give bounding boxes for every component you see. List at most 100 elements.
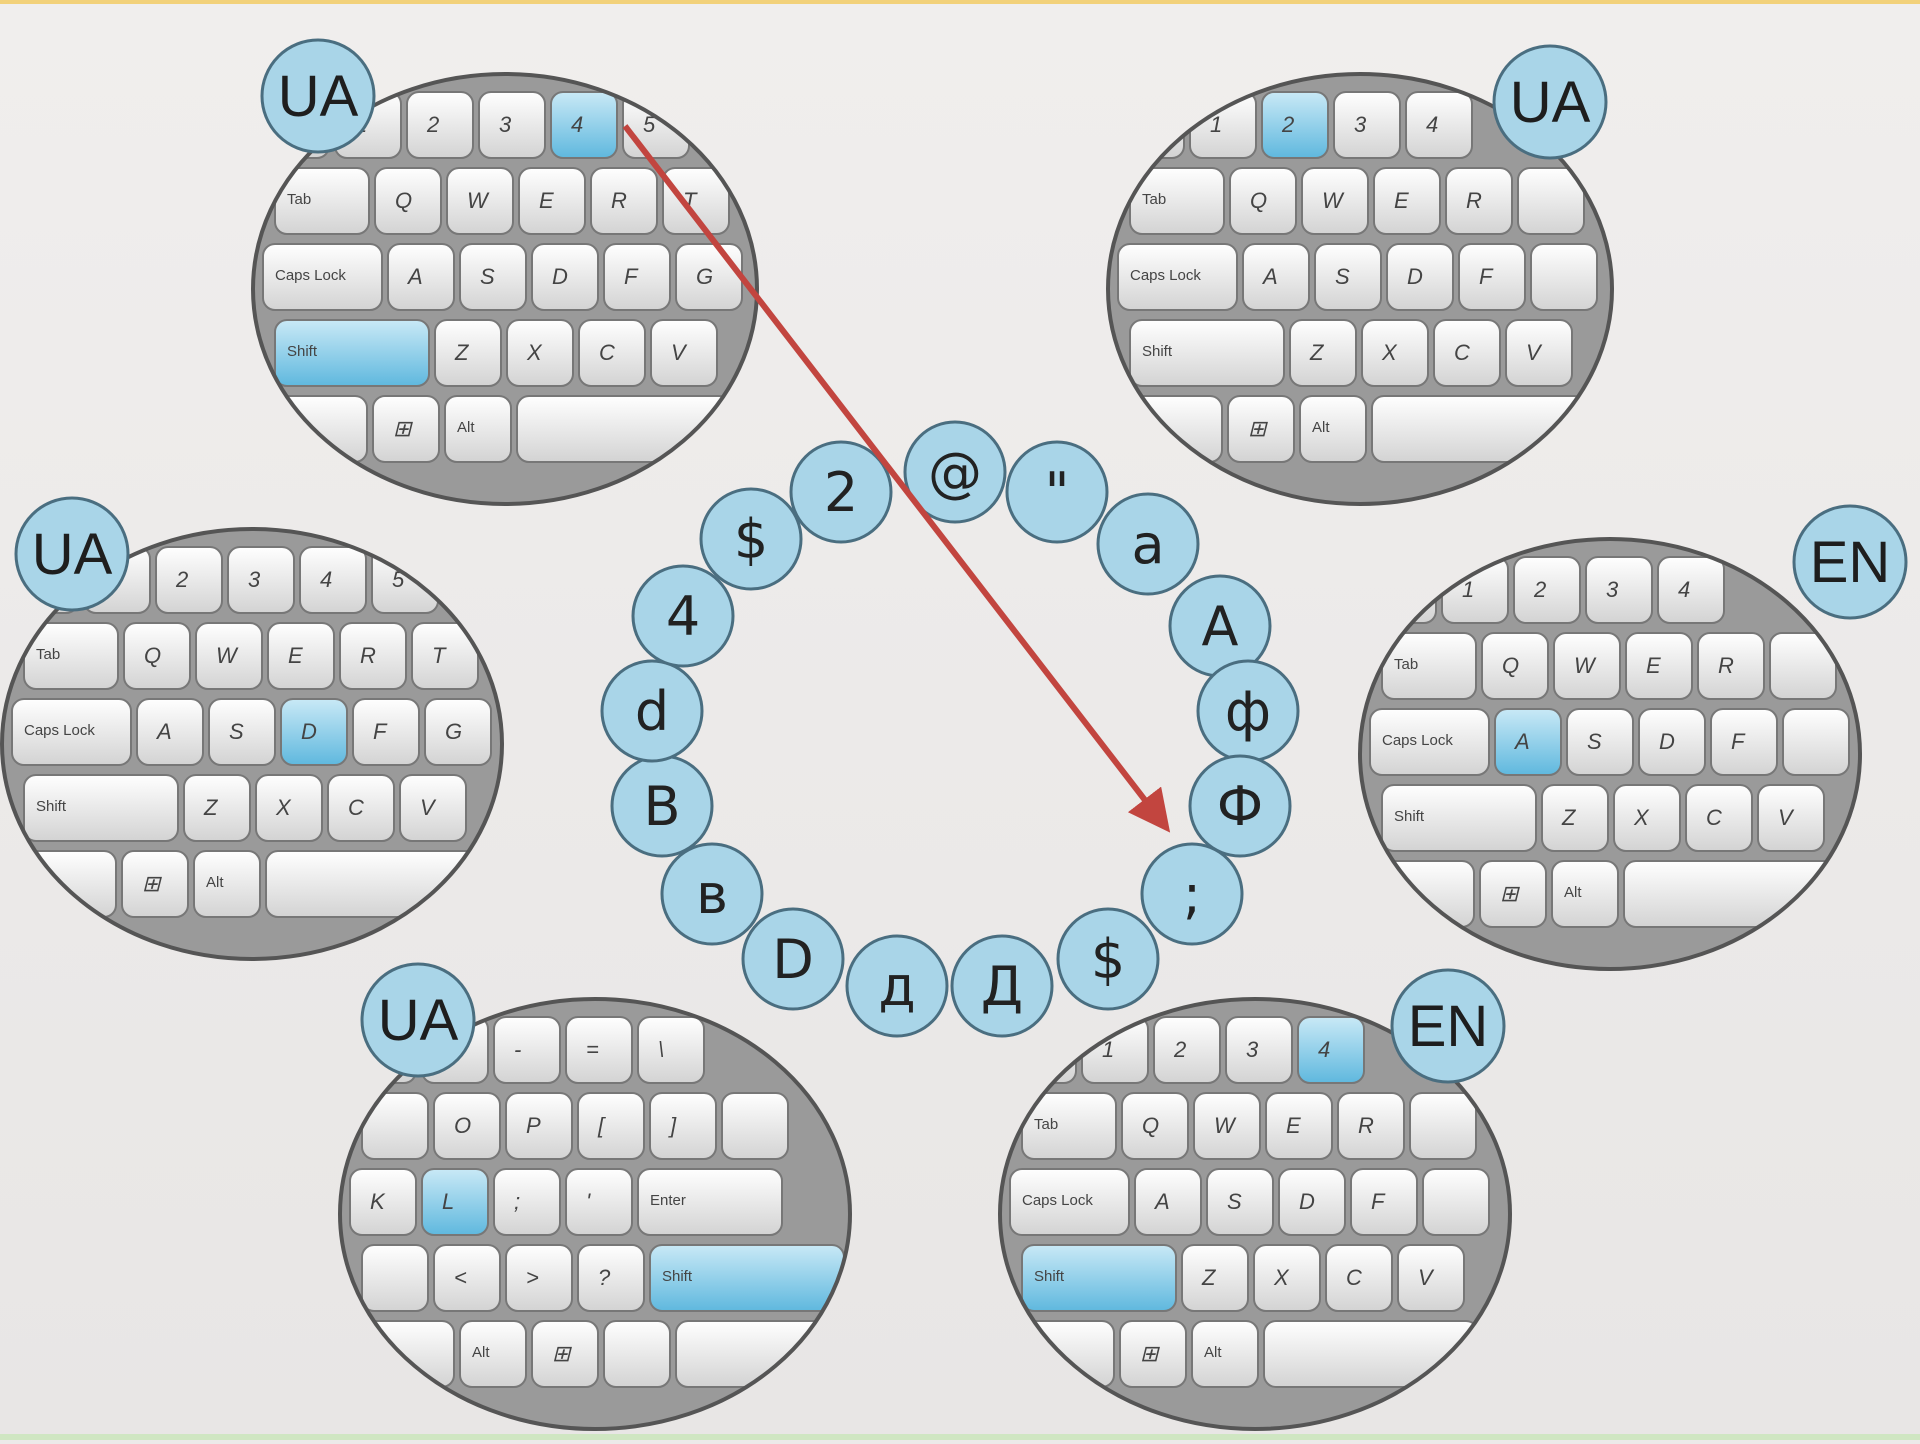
svg-text:4: 4: [1426, 112, 1438, 137]
svg-text:X: X: [1273, 1265, 1290, 1290]
svg-text:W: W: [467, 188, 490, 213]
key-⊞: ⊞: [1120, 1321, 1186, 1387]
svg-text:D: D: [772, 928, 814, 991]
key-z: Z: [435, 320, 501, 386]
svg-text:F: F: [1371, 1189, 1386, 1214]
key-a: A: [1495, 709, 1561, 775]
svg-text:D: D: [301, 719, 317, 744]
svg-text:<: <: [454, 1265, 467, 1290]
key-alt: Alt: [445, 396, 511, 462]
key-?: ?: [578, 1245, 644, 1311]
key-x: X: [1614, 785, 1680, 851]
key-caps-lock: Caps Lock: [12, 699, 131, 765]
key-d: D: [1639, 709, 1705, 775]
svg-text:C: C: [1346, 1265, 1362, 1290]
svg-text:2: 2: [1281, 112, 1294, 137]
svg-text:S: S: [1335, 264, 1350, 289]
char-bubble: В: [612, 756, 712, 856]
svg-text:Caps Lock: Caps Lock: [1382, 732, 1453, 749]
key-c: C: [579, 320, 645, 386]
key-blank: [362, 1245, 428, 1311]
svg-text:4: 4: [1678, 577, 1690, 602]
svg-text:X: X: [526, 340, 543, 365]
svg-text:V: V: [1418, 1265, 1435, 1290]
svg-text:⊞: ⊞: [552, 1341, 572, 1366]
svg-text:Tab: Tab: [1394, 656, 1418, 673]
svg-text:Tab: Tab: [36, 646, 60, 663]
svg-text:4: 4: [1318, 1037, 1330, 1062]
svg-text:Q: Q: [1502, 653, 1519, 678]
svg-text:2: 2: [426, 112, 439, 137]
svg-text:F: F: [1731, 729, 1746, 754]
svg-text:F: F: [624, 264, 639, 289]
svg-text:A: A: [155, 719, 172, 744]
key-a: A: [388, 244, 454, 310]
svg-text:V: V: [1778, 805, 1795, 830]
key-blank: [1531, 244, 1597, 310]
key-a: A: [1135, 1169, 1201, 1235]
layout-label: EN: [1810, 530, 1891, 595]
key-e: E: [519, 168, 585, 234]
svg-text:A: A: [1261, 264, 1278, 289]
key-shift: Shift: [650, 1245, 844, 1311]
key-3: 3: [1334, 92, 1400, 158]
char-bubble: 2: [791, 442, 891, 542]
layout-label-bubble: UA: [16, 498, 128, 610]
key-c: C: [328, 775, 394, 841]
svg-text:Shift: Shift: [36, 798, 67, 815]
key-s: S: [209, 699, 275, 765]
key-blank: [604, 1321, 670, 1387]
svg-text:P: P: [526, 1113, 541, 1138]
key-e: E: [1266, 1093, 1332, 1159]
svg-text:\: \: [658, 1037, 664, 1062]
key-x: X: [256, 775, 322, 841]
key-blank: [1423, 1169, 1489, 1235]
svg-text:R: R: [360, 643, 376, 668]
svg-text:>: >: [526, 1265, 539, 1290]
svg-text:;: ;: [514, 1189, 520, 1214]
svg-text:C: C: [1706, 805, 1722, 830]
key-enter: Enter: [638, 1169, 782, 1235]
svg-text:L: L: [442, 1189, 454, 1214]
key-': ': [566, 1169, 632, 1235]
key-v: V: [1506, 320, 1572, 386]
svg-text:Tab: Tab: [1142, 191, 1166, 208]
svg-text:E: E: [1286, 1113, 1301, 1138]
key-]: ]: [650, 1093, 716, 1159]
key-⊞: ⊞: [1480, 861, 1546, 927]
key-<: <: [434, 1245, 500, 1311]
svg-text:A: A: [406, 264, 423, 289]
key-blank: [1370, 557, 1436, 623]
key-x: X: [1254, 1245, 1320, 1311]
key-⊞: ⊞: [122, 851, 188, 917]
key-2: 2: [1514, 557, 1580, 623]
svg-text:C: C: [348, 795, 364, 820]
key-shift: Shift: [1022, 1245, 1176, 1311]
svg-text:X: X: [1633, 805, 1650, 830]
svg-text:Q: Q: [395, 188, 412, 213]
key-o: O: [434, 1093, 500, 1159]
layout-label-bubble: EN: [1794, 506, 1906, 618]
svg-text:;: ;: [1183, 863, 1201, 926]
key-r: R: [591, 168, 657, 234]
svg-text:Shift: Shift: [1142, 343, 1173, 360]
key-[: [: [578, 1093, 644, 1159]
key-d: D: [1387, 244, 1453, 310]
svg-text:3: 3: [1246, 1037, 1259, 1062]
svg-text:V: V: [671, 340, 688, 365]
svg-text:R: R: [611, 188, 627, 213]
char-bubble: в: [662, 844, 762, 944]
key-s: S: [1567, 709, 1633, 775]
key-r: R: [1698, 633, 1764, 699]
keyboard-zoom-2: 1234TabQWERCaps LockASDFShiftZXCV⊞AltUA: [1108, 46, 1612, 504]
svg-text:2: 2: [175, 567, 188, 592]
svg-text:ф: ф: [1225, 680, 1271, 743]
key-q: Q: [1482, 633, 1548, 699]
svg-text:d: d: [635, 680, 669, 743]
svg-text:Д: Д: [981, 955, 1023, 1018]
key-caps-lock: Caps Lock: [263, 244, 382, 310]
svg-text:⊞: ⊞: [393, 416, 413, 441]
key-q: Q: [1122, 1093, 1188, 1159]
key-a: A: [1243, 244, 1309, 310]
key-shift: Shift: [24, 775, 178, 841]
